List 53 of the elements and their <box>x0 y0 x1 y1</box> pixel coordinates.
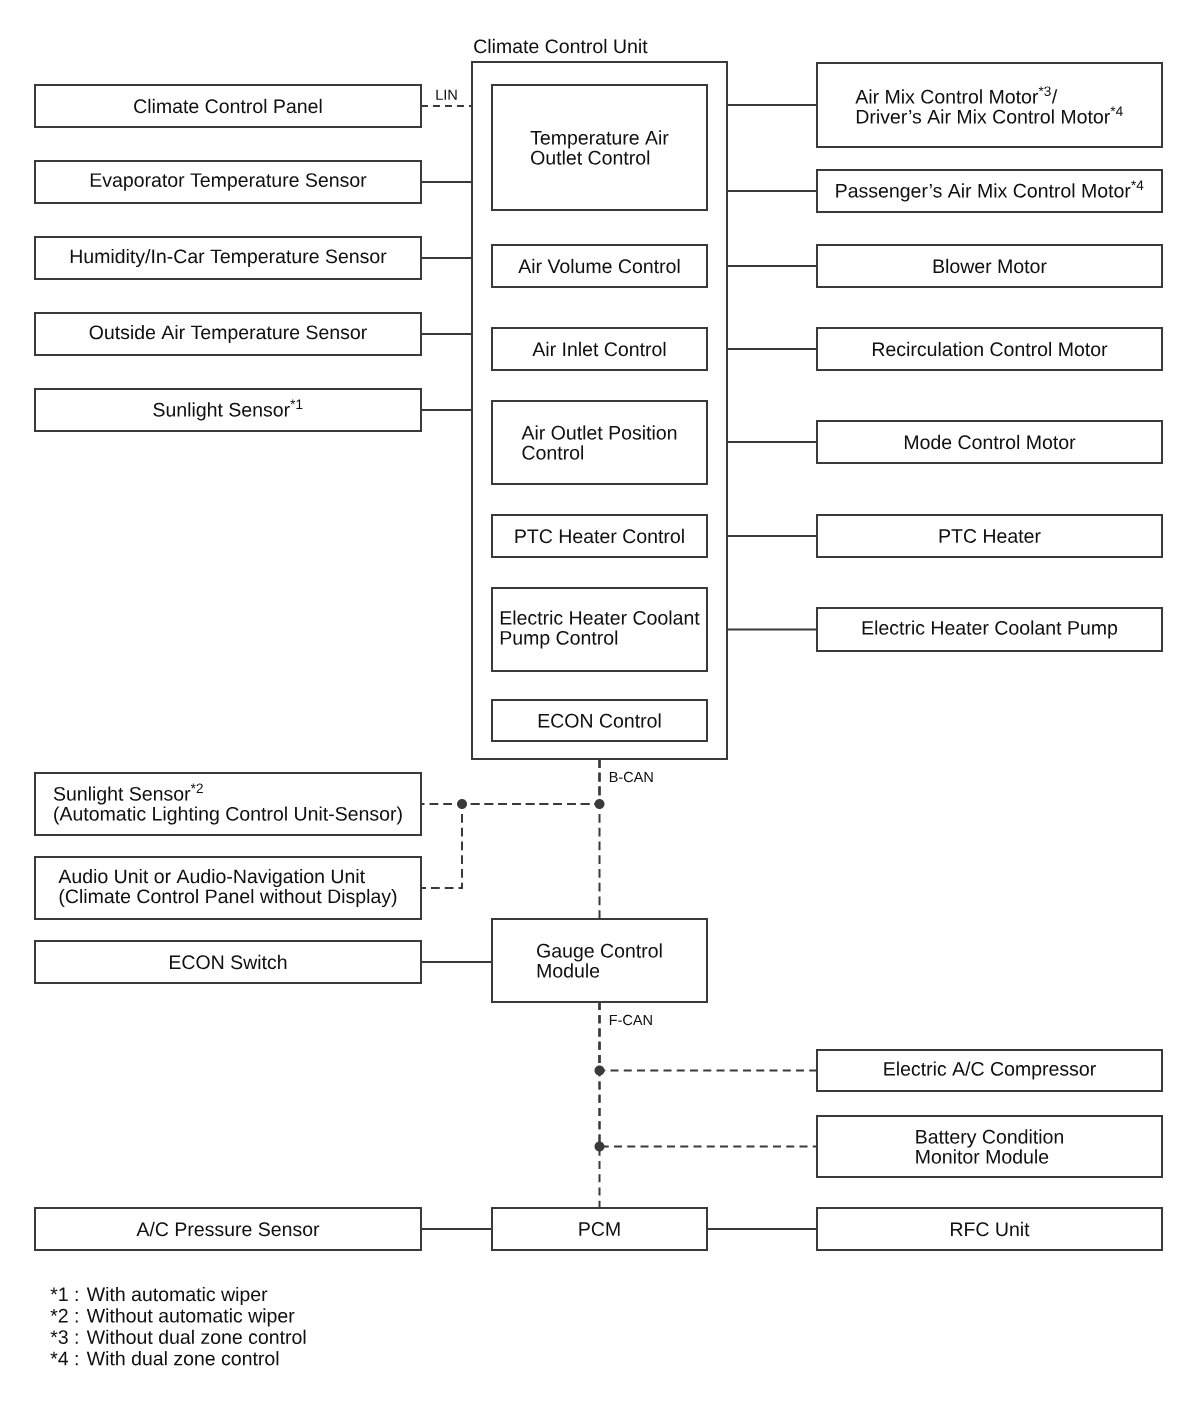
component-box: Audio Unit or Audio-Navigation Unit (Climate Control Panel without Display) <box>34 856 422 920</box>
connector-line <box>420 181 473 183</box>
footnote: *3 : Without dual zone control <box>50 1329 306 1344</box>
component-box: PTC Heater <box>816 514 1163 558</box>
component-box: Air Inlet Control <box>491 327 708 371</box>
component-box: Recirculation Control Motor <box>816 327 1163 371</box>
edge-label: B-CAN <box>609 771 653 783</box>
component-box: Air Mix Control Motor$^{*3}$/ Driver’s Air Mix Control Motor$^{*4}$ <box>816 62 1163 148</box>
connector-line <box>726 441 818 443</box>
connector-line <box>726 535 818 537</box>
bus-line <box>598 1001 818 1148</box>
component-box: Gauge Control Module <box>491 918 708 1003</box>
component-box: Temperature Air Outlet Control <box>491 84 708 211</box>
connector-line <box>420 257 473 259</box>
connector-line <box>420 1228 493 1230</box>
connector-line <box>726 628 818 631</box>
component-box: Air Outlet Position Control <box>491 400 708 485</box>
component-box: Electric Heater Coolant Pump <box>816 607 1163 652</box>
component-box: Air Volume Control <box>491 244 708 288</box>
component-box: Sunlight Sensor$^{*1}$ <box>34 388 422 432</box>
connector-line <box>420 961 493 963</box>
component-box: ECON Control <box>491 699 708 742</box>
edge-label: F-CAN <box>609 1014 652 1026</box>
component-box: PCM <box>491 1207 708 1251</box>
component-box: Evaporator Temperature Sensor <box>34 160 422 204</box>
component-box: Sunlight Sensor$^{*2}$ (Automatic Lighting Control Unit-Sensor) <box>34 772 422 836</box>
container-title: Climate Control Unit <box>474 38 648 54</box>
component-box: Electric A/C Compressor <box>816 1049 1163 1092</box>
component-box: Battery Condition Monitor Module <box>816 1115 1163 1178</box>
connector-line <box>706 1228 818 1230</box>
bus-line <box>420 758 601 889</box>
component-box: Electric Heater Coolant Pump Control <box>491 587 708 672</box>
connector-line <box>726 190 818 192</box>
component-box: RFC Unit <box>816 1207 1163 1251</box>
connector-line <box>726 265 818 267</box>
component-box: A/C Pressure Sensor <box>34 1207 422 1251</box>
edge-label: LIN <box>436 89 457 100</box>
component-box: Climate Control Panel <box>34 84 422 128</box>
bus-line <box>420 105 473 107</box>
connector-line <box>726 348 818 350</box>
component-box: ECON Switch <box>34 940 422 984</box>
connector-line <box>420 409 473 411</box>
component-box: Blower Motor <box>816 244 1163 288</box>
connector-line <box>726 104 818 106</box>
component-box: PTC Heater Control <box>491 514 708 558</box>
footnote: *1 : With automatic wiper <box>50 1286 268 1306</box>
connector-line <box>420 333 473 335</box>
component-box: Passenger’s Air Mix Control Motor$^{*4}$ <box>816 169 1163 213</box>
component-box: Mode Control Motor <box>816 420 1163 464</box>
component-box: Humidity/In-Car Temperature Sensor <box>34 236 422 280</box>
footnote: *4 : With dual zone control <box>50 1351 279 1366</box>
component-box: Outside Air Temperature Sensor <box>34 312 422 356</box>
footnote: *2 : Without automatic wiper <box>50 1308 295 1327</box>
